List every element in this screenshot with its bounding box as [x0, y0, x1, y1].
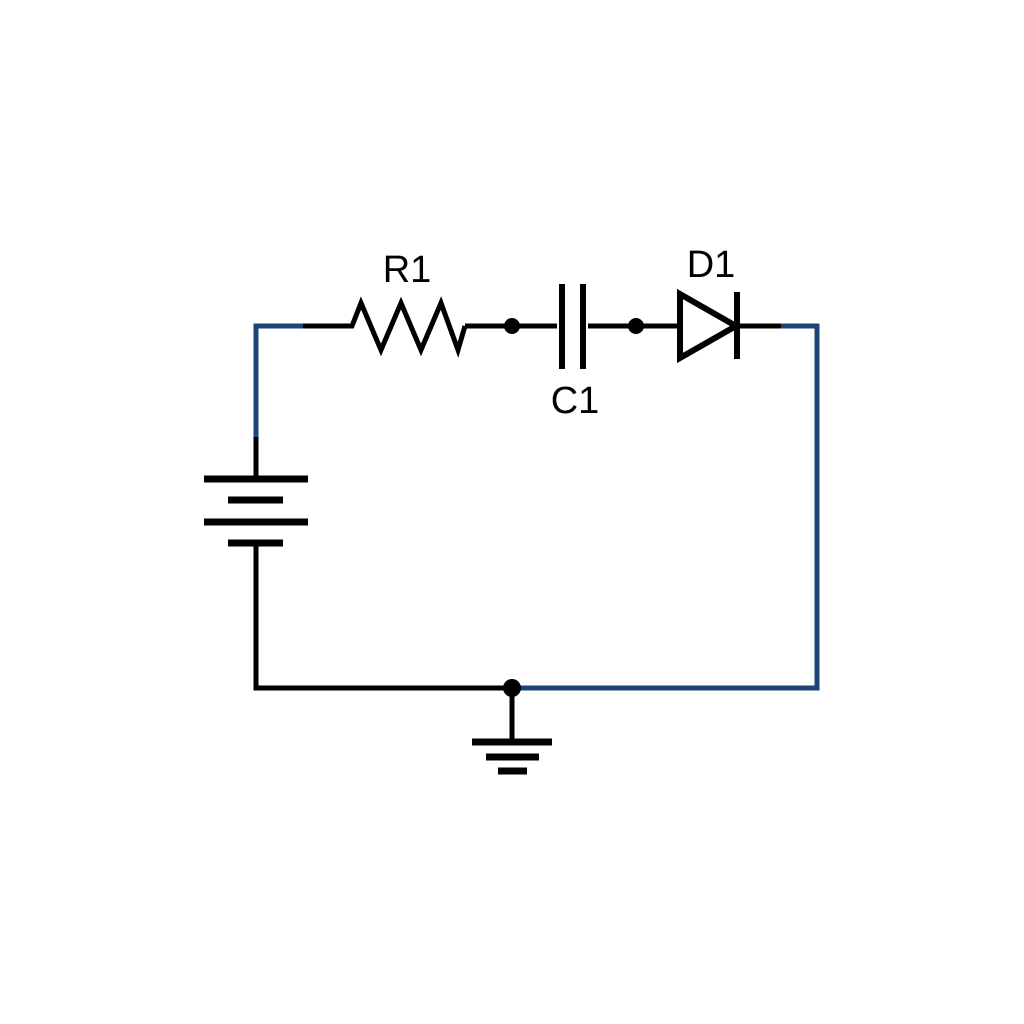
component-resistor-R1: R1	[345, 249, 468, 359]
wires	[253, 323, 781, 691]
resistor-label: R1	[383, 249, 432, 291]
component-capacitor-C1: C1	[551, 284, 600, 422]
diode-label: D1	[687, 244, 736, 286]
junction-dot-1	[504, 318, 520, 334]
junction-dot-2	[628, 318, 644, 334]
component-ground	[472, 688, 552, 775]
component-battery	[204, 475, 308, 547]
wire-top-left-blue	[253, 323, 303, 437]
component-diode-D1: D1	[677, 244, 743, 364]
highlighted-wires	[253, 323, 820, 691]
capacitor-label: C1	[551, 380, 600, 422]
wire-right-side-blue	[516, 323, 820, 691]
wire-battery-to-ground-junction	[253, 543, 513, 691]
diode-triangle	[677, 288, 743, 364]
resistor-zigzag	[345, 296, 468, 359]
